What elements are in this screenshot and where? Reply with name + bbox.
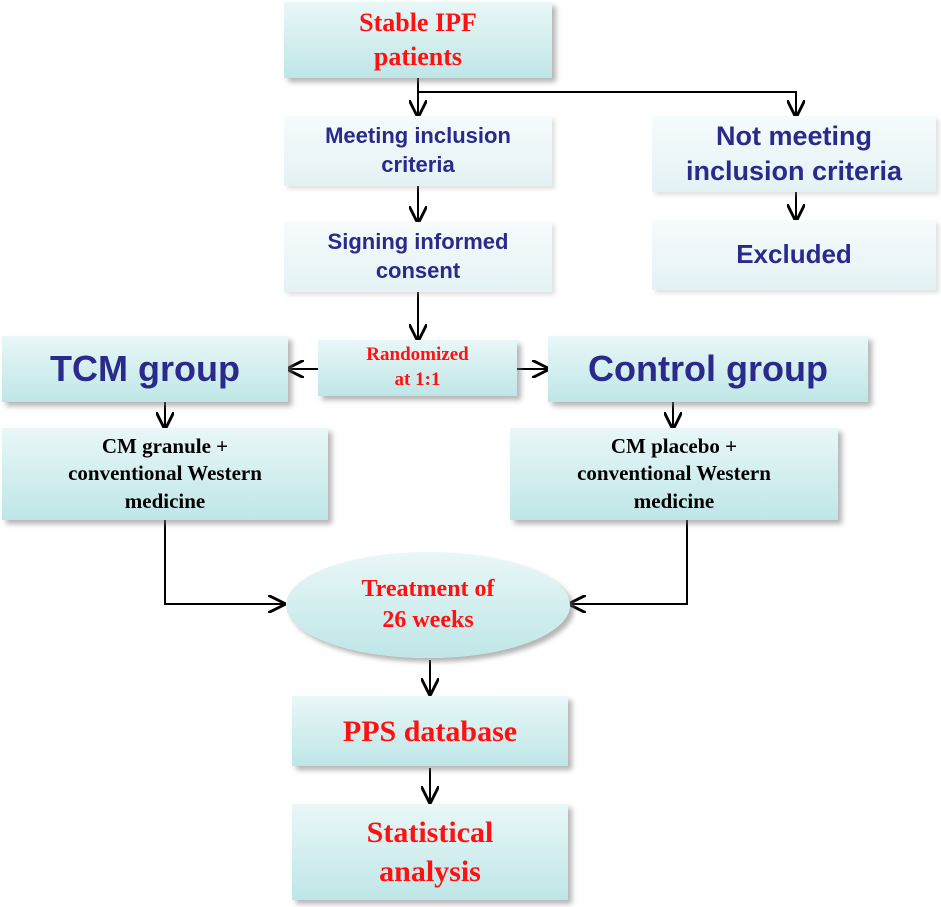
node-label: Stable IPF patients — [359, 8, 477, 71]
node-signing-informed-consent: Signing informed consent — [284, 222, 552, 292]
node-label: PPS database — [342, 714, 518, 748]
node-meeting-inclusion-criteria: Meeting inclusion criteria — [284, 116, 552, 186]
node-control-group: Control group — [548, 336, 868, 402]
node-label: Randomized at 1:1 — [366, 344, 469, 390]
node-label: Not meeting inclusion criteria — [685, 120, 903, 186]
node-cm-placebo: CM placebo + conventional Western medici… — [510, 428, 838, 520]
node-label: Excluded — [736, 239, 852, 270]
arrow-stable-to-not-meeting — [418, 91, 796, 116]
node-label: Statistical analysis — [366, 816, 494, 888]
node-tcm-group: TCM group — [2, 336, 288, 402]
arrow-granule-to-treatment — [164, 520, 284, 604]
node-label: Treatment of 26 weeks — [361, 575, 495, 633]
node-pps-database: PPS database — [292, 696, 568, 766]
node-label: CM granule + conventional Western medici… — [68, 434, 262, 513]
node-label: Control group — [588, 347, 828, 389]
node-excluded: Excluded — [652, 220, 936, 290]
node-treatment-26-weeks: Treatment of 26 weeks — [286, 552, 570, 658]
node-label: TCM group — [50, 347, 240, 389]
node-statistical-analysis: Statistical analysis — [292, 804, 568, 900]
node-cm-granule: CM granule + conventional Western medici… — [2, 428, 328, 520]
arrow-placebo-to-treatment — [570, 520, 688, 604]
node-label: Signing informed consent — [327, 229, 509, 283]
node-label: Meeting inclusion criteria — [325, 123, 511, 177]
node-not-meeting-inclusion-criteria: Not meeting inclusion criteria — [652, 116, 936, 192]
node-randomized: Randomized at 1:1 — [318, 340, 517, 396]
node-label: CM placebo + conventional Western medici… — [577, 434, 771, 513]
node-stable-ipf-patients: Stable IPF patients — [284, 2, 552, 78]
